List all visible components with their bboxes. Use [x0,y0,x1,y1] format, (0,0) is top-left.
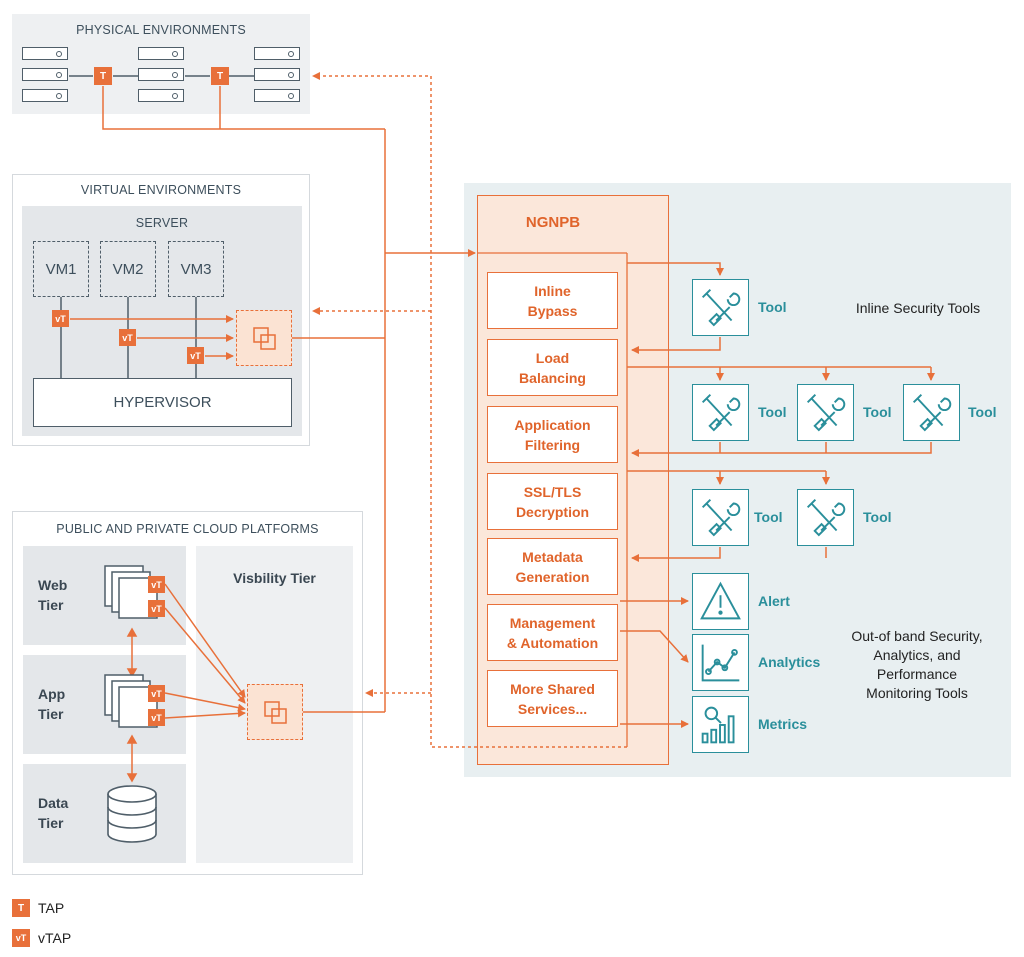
tap-icon: T [211,67,229,85]
tool-label: Tool [758,404,787,420]
data-tier-label: Data Tier [38,795,69,831]
cloud-aggregator-icon [247,684,303,740]
legend-tap-icon: T [12,899,30,917]
vtap-icon: vT [148,576,165,593]
fn-metadata-generation: Metadata Generation [487,538,618,595]
vm1-box: VM1 [33,241,89,297]
physical-server [138,68,184,81]
physical-server [138,89,184,102]
app-tier-label: App Tier [38,686,66,722]
alert-icon [692,573,749,630]
legend-vtap-label: vTAP [38,930,72,946]
fn-application-filtering: Application Filtering [487,406,618,463]
vtap-icon: vT [119,329,136,346]
analytics-icon [692,634,749,691]
physical-server [254,68,300,81]
legend-tap-label: TAP [38,900,65,916]
web-tier-label: Web Tier [38,577,68,613]
metrics-icon [692,696,749,753]
tool-label: Tool [863,509,892,525]
physical-server [254,47,300,60]
analytics-label: Analytics [758,654,821,670]
vm2-box: VM2 [100,241,156,297]
alert-label: Alert [758,593,790,609]
lb-tool-3-wrench-icon [903,384,960,441]
physical-server [254,89,300,102]
visibility-tier-label: Visbility Tier [233,570,316,586]
physical-server [22,89,68,102]
oob-tools-label: Out-of band Security, Analytics, and Per… [851,628,983,701]
vtap-icon: vT [148,685,165,702]
hypervisor-box: HYPERVISOR [33,378,292,427]
vm3-box: VM3 [168,241,224,297]
virtual-aggregator-icon [236,310,292,366]
fn-inline-bypass: Inline Bypass [487,272,618,329]
inline-tool-wrench-icon [692,279,749,336]
filter-tool-2-wrench-icon [797,489,854,546]
physical-server [22,47,68,60]
lb-tool-1-wrench-icon [692,384,749,441]
filter-tool-1-wrench-icon [692,489,749,546]
vtap-icon: vT [148,600,165,617]
physical-environments-title: PHYSICAL ENVIRONMENTS [76,23,246,37]
server-title: SERVER [135,216,189,230]
cloud-platforms-title: PUBLIC AND PRIVATE CLOUD PLATFORMS [56,522,319,536]
fn-ssl-tls-decryption: SSL/TLS Decryption [487,473,618,530]
physical-server [22,68,68,81]
tool-label: Tool [968,404,997,420]
lb-tool-2-wrench-icon [797,384,854,441]
data-tier-panel [23,764,186,863]
vtap-icon: vT [148,709,165,726]
vtap-icon: vT [187,347,204,364]
physical-server [138,47,184,60]
ngnpb-title: NGNPB [525,214,581,231]
app-instances-icon [104,674,158,728]
tap-icon: T [94,67,112,85]
tool-label: Tool [863,404,892,420]
database-icon [107,785,157,843]
legend-vtap-icon: vT [12,929,30,947]
tool-label: Tool [754,509,783,525]
fn-more-shared-services: More Shared Services... [487,670,618,727]
metrics-label: Metrics [758,716,808,732]
tool-label: Tool [758,299,787,315]
virtual-environments-title: VIRTUAL ENVIRONMENTS [80,183,242,197]
fn-management-automation: Management & Automation [487,604,618,661]
inline-security-tools-label: Inline Security Tools [855,300,981,316]
fn-load-balancing: Load Balancing [487,339,618,396]
vtap-icon: vT [52,310,69,327]
